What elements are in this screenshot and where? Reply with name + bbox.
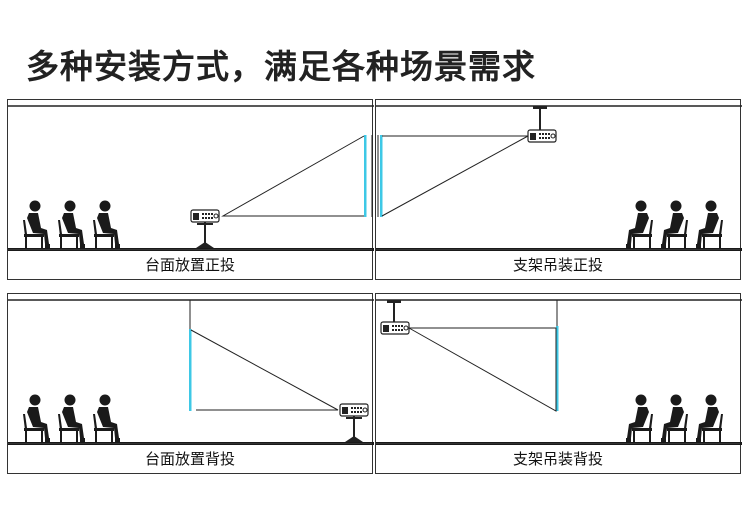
- projection-screen: [364, 135, 367, 217]
- panel-ceiling-rear: 支架吊装背投: [375, 293, 742, 474]
- table-stand-icon: [196, 222, 214, 248]
- panel-table-front: 台面放置正投: [7, 99, 374, 280]
- projection-beam: [221, 135, 365, 217]
- panel-caption: 支架吊装背投: [376, 443, 740, 473]
- projector-icon: [527, 129, 557, 143]
- projector-icon: [339, 403, 369, 417]
- person-icon: [58, 200, 85, 248]
- ceiling-mount-icon: [387, 300, 401, 322]
- person-icon: [661, 200, 688, 248]
- panel-ceiling-front: 支架吊装正投: [375, 99, 742, 280]
- person-icon: [58, 394, 85, 442]
- projection-beam: [190, 329, 339, 411]
- projection-beam: [381, 135, 529, 217]
- ceiling-mount-icon: [533, 106, 547, 130]
- panel-caption: 台面放置正投: [8, 249, 372, 279]
- projection-screen: [189, 329, 192, 411]
- panel-table-rear: 台面放置背投: [7, 293, 374, 474]
- person-icon: [93, 394, 120, 442]
- projection-screen: [556, 326, 559, 411]
- projector-icon: [380, 321, 410, 335]
- person-icon: [696, 200, 723, 248]
- person-icon: [23, 394, 50, 442]
- table-stand-icon: [345, 416, 363, 442]
- person-icon: [93, 200, 120, 248]
- person-icon: [626, 200, 653, 248]
- panel-caption: 台面放置背投: [8, 443, 372, 473]
- page-title: 多种安装方式，满足各种场景需求: [26, 47, 536, 86]
- person-icon: [661, 394, 688, 442]
- person-icon: [696, 394, 723, 442]
- panel-caption: 支架吊装正投: [376, 249, 740, 279]
- projection-beam: [408, 327, 557, 412]
- person-icon: [23, 200, 50, 248]
- projection-screen: [380, 135, 383, 217]
- projector-icon: [190, 209, 220, 223]
- person-icon: [626, 394, 653, 442]
